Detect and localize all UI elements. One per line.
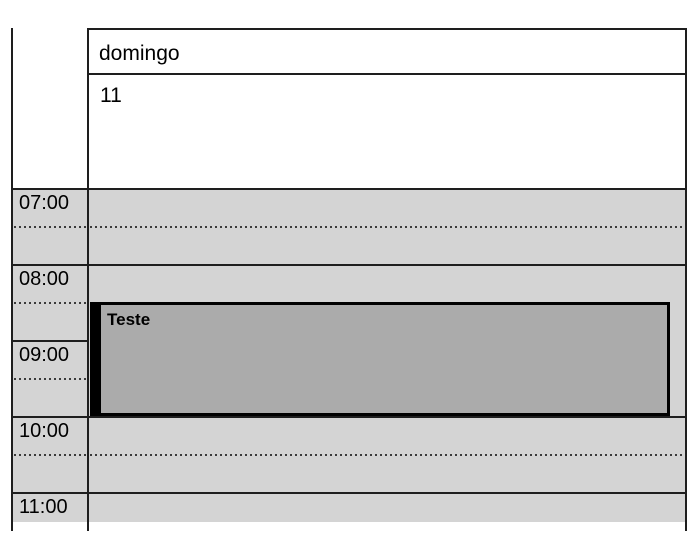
half-hour-dotted-line-0730-day bbox=[90, 226, 684, 228]
day-column-left-border bbox=[87, 28, 89, 531]
day-header: domingo bbox=[99, 42, 180, 65]
day-column-right-border bbox=[685, 28, 687, 531]
hour-line-0700 bbox=[13, 188, 687, 190]
half-hour-dotted-line-1030-day bbox=[90, 454, 684, 456]
event-body[interactable]: Teste bbox=[98, 302, 670, 416]
half-hour-dotted-line-0830-gutter bbox=[14, 302, 86, 304]
time-gutter bbox=[13, 188, 87, 522]
calendar-event[interactable]: Teste bbox=[90, 302, 670, 416]
widget-left-edge-rule bbox=[11, 28, 13, 531]
day-header-bottom-border bbox=[87, 73, 687, 75]
time-label-0800: 08:00 bbox=[19, 268, 70, 290]
hour-line-1100 bbox=[13, 492, 687, 494]
half-hour-dotted-line-0930-gutter bbox=[14, 378, 86, 380]
time-label-1000: 10:00 bbox=[19, 420, 70, 442]
time-label-0700: 07:00 bbox=[19, 192, 70, 214]
hour-line-1000 bbox=[13, 416, 687, 418]
grid-top-border bbox=[87, 28, 687, 30]
half-hour-dotted-line-0730-gutter bbox=[14, 226, 86, 228]
hour-line-0900 bbox=[13, 340, 89, 342]
time-label-0900: 09:00 bbox=[19, 344, 70, 366]
day-number[interactable]: 11 bbox=[100, 84, 122, 107]
time-slot-1000[interactable] bbox=[89, 416, 685, 492]
time-slot-0700[interactable] bbox=[89, 188, 685, 264]
event-left-indicator-bar bbox=[90, 302, 98, 416]
time-label-1100: 11:00 bbox=[19, 496, 68, 518]
event-title: Teste bbox=[107, 310, 151, 329]
time-slot-1100[interactable] bbox=[89, 492, 685, 522]
hour-line-0800 bbox=[13, 264, 687, 266]
half-hour-dotted-line-1030-gutter bbox=[14, 454, 86, 456]
